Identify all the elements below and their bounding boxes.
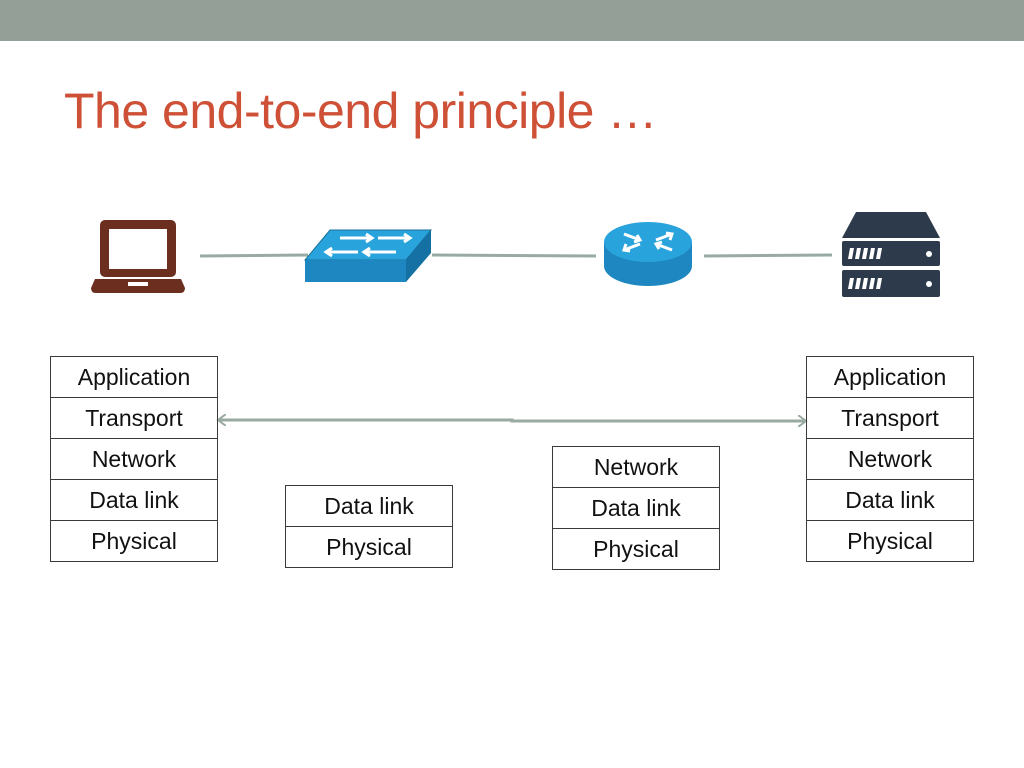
switch-icon [303, 229, 433, 282]
link-laptop-switch [199, 253, 309, 258]
layer-transport: Transport [50, 397, 218, 439]
left-host-protocol-stack: Application Transport Network Data link … [50, 356, 218, 562]
right-host-protocol-stack: Application Transport Network Data link … [806, 356, 974, 562]
link-router-server [703, 253, 833, 258]
top-bar [0, 0, 1024, 41]
layer-physical: Physical [806, 520, 974, 562]
layer-physical: Physical [285, 526, 453, 568]
layer-network: Network [50, 438, 218, 480]
layer-application: Application [50, 356, 218, 398]
layer-network: Network [552, 446, 720, 488]
layer-physical: Physical [552, 528, 720, 570]
layer-data-link: Data link [552, 487, 720, 529]
end-to-end-arrow [220, 420, 804, 421]
layer-network: Network [806, 438, 974, 480]
layer-data-link: Data link [285, 485, 453, 527]
slide-title: The end-to-end principle … [64, 83, 657, 139]
switch-protocol-stack: Data link Physical [285, 485, 453, 568]
router-icon [604, 222, 692, 286]
laptop-icon [91, 220, 185, 293]
layer-physical: Physical [50, 520, 218, 562]
server-icon [842, 212, 940, 297]
layer-data-link: Data link [806, 479, 974, 521]
layer-data-link: Data link [50, 479, 218, 521]
link-switch-router [431, 253, 597, 258]
router-protocol-stack: Network Data link Physical [552, 446, 720, 570]
layer-application: Application [806, 356, 974, 398]
layer-transport: Transport [806, 397, 974, 439]
